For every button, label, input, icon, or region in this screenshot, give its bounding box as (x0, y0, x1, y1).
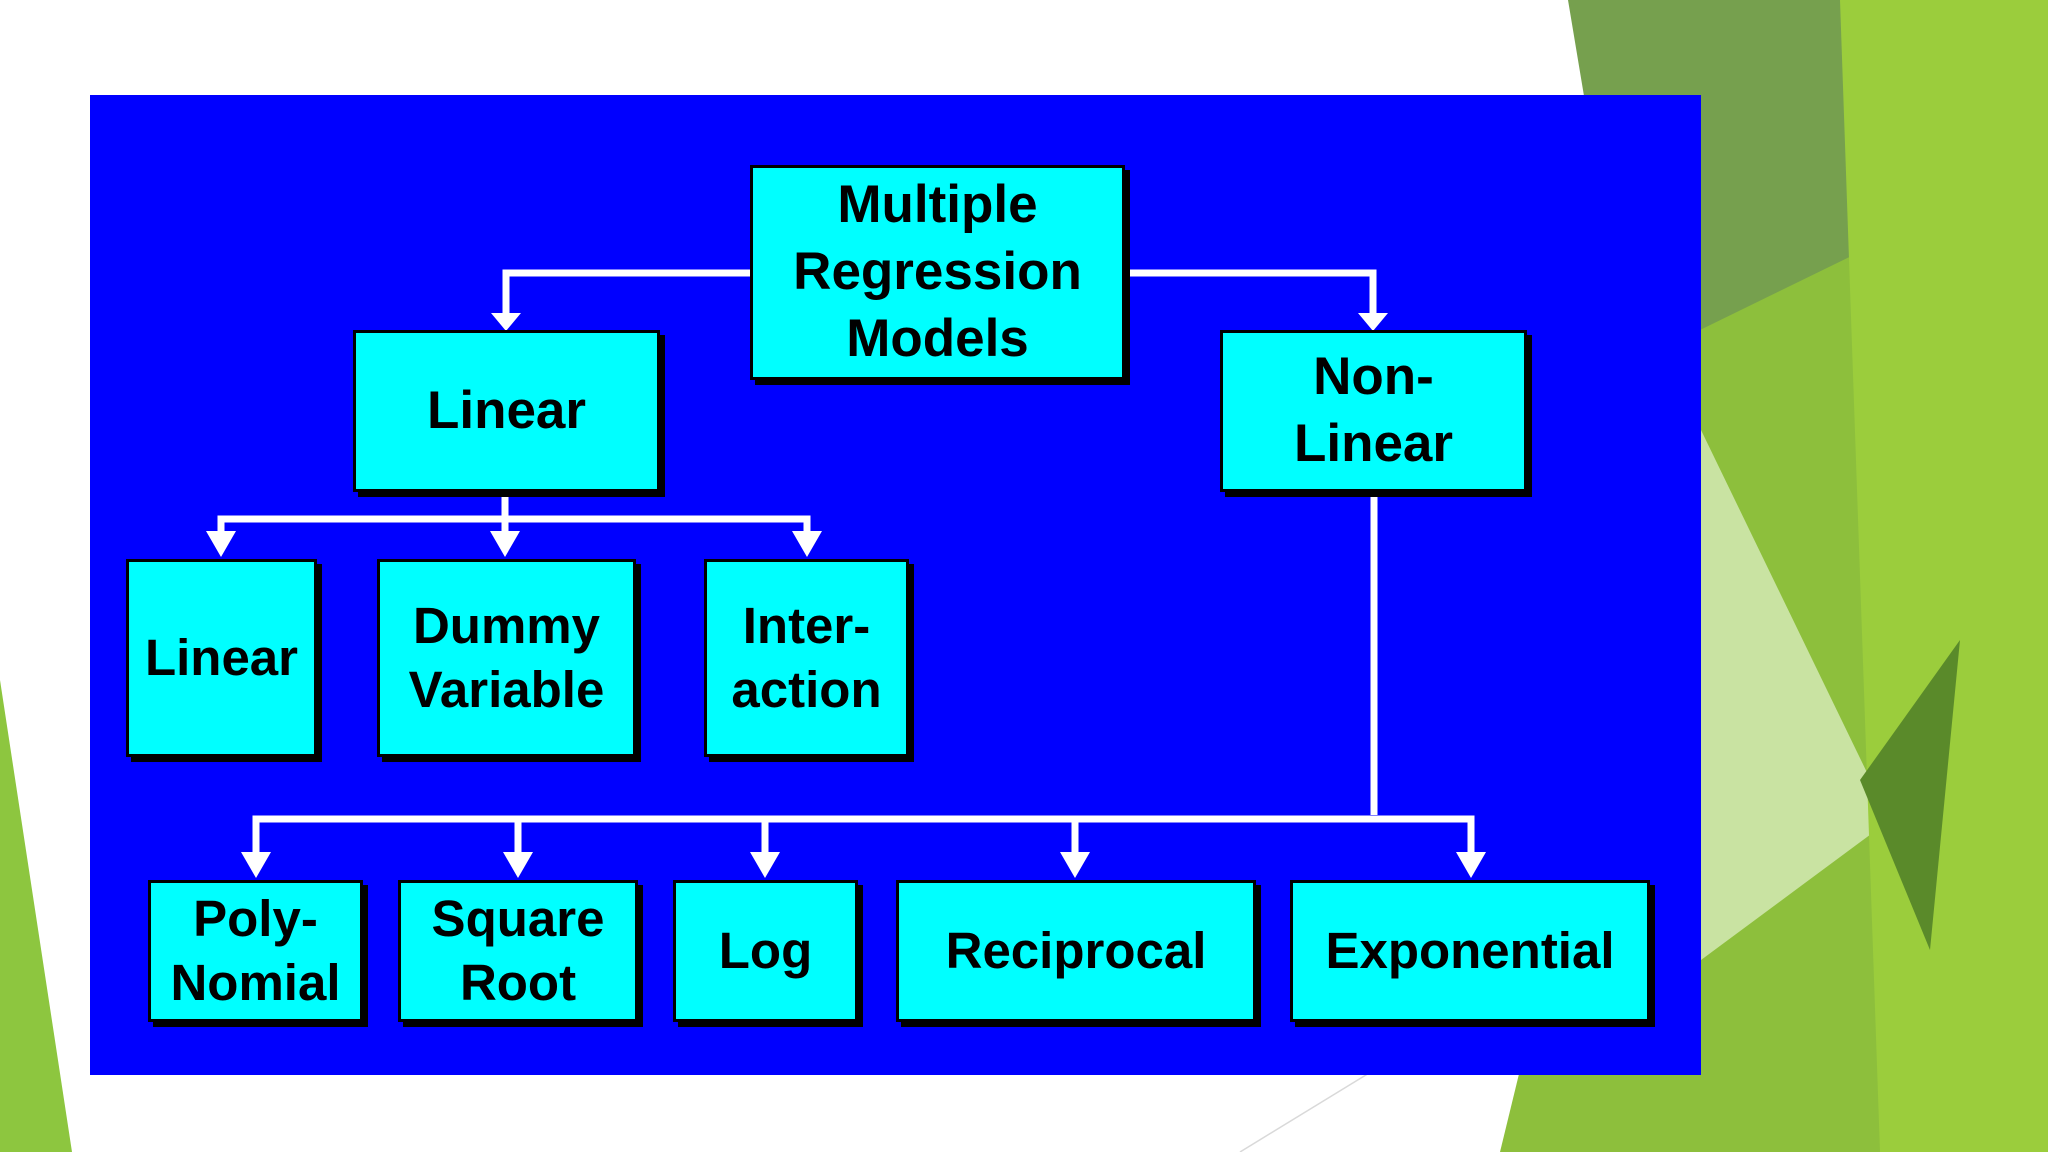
node-dummy-variable: Dummy Variable (377, 559, 636, 757)
arrowhead-log (750, 852, 780, 878)
node-linear: Linear (353, 330, 660, 492)
diagram-panel: Multiple Regression Models Linear Non- L… (90, 95, 1701, 1075)
decor-shape-right-deep (1860, 640, 1960, 950)
arrowhead-dummy-variable (490, 531, 520, 557)
arrowhead-interaction (792, 531, 822, 557)
arrowhead-linear (491, 313, 521, 331)
node-polynomial: Poly- Nomial (148, 880, 363, 1022)
node-multiple-regression-models: Multiple Regression Models (750, 165, 1125, 380)
node-exponential: Exponential (1290, 880, 1650, 1022)
node-log: Log (673, 880, 858, 1022)
node-non-linear: Non- Linear (1220, 330, 1527, 492)
connector-root-to-nonlinear (1123, 269, 1377, 313)
arrowhead-linear-leaf (206, 531, 236, 557)
connector-lines (206, 269, 1486, 878)
node-interaction: Inter- action (704, 559, 909, 757)
decor-shape-left (0, 680, 72, 1152)
node-square-root: Square Root (398, 880, 638, 1022)
arrowhead-square-root (503, 852, 533, 878)
arrowhead-exponential (1456, 852, 1486, 878)
arrowhead-polynomial (241, 852, 271, 878)
decor-shape-right-pale (1701, 430, 1890, 960)
decor-shape-right-bright (1840, 0, 2048, 1152)
connector-linear-bus (217, 515, 811, 531)
connector-nonlinear-bus (252, 815, 1475, 852)
node-reciprocal: Reciprocal (896, 880, 1256, 1022)
arrowhead-nonlinear (1358, 313, 1388, 331)
arrowhead-reciprocal (1060, 852, 1090, 878)
node-linear-leaf: Linear (126, 559, 317, 757)
connector-root-to-linear (502, 269, 750, 313)
